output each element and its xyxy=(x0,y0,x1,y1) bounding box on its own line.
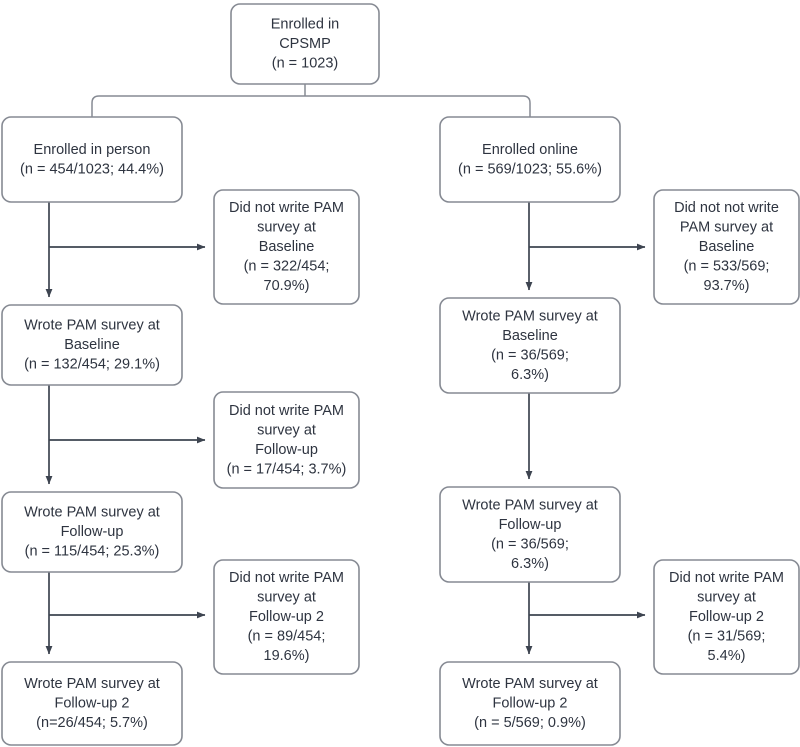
excluded-in-person-baseline-box-line-3: (n = 322/454; xyxy=(244,258,330,274)
excluded-in-person-baseline-box-line-1: survey at xyxy=(257,219,316,235)
wrote-online-followup2-box-shape xyxy=(439,661,621,746)
excluded-in-person-followup-box-label: Did not write PAM survey at Follow-up (n = … xyxy=(227,403,347,478)
enrolled-in-person-box-line-0: Enrolled in person xyxy=(34,142,151,158)
excluded-online-followup2-box-line-3: (n = 31/569; xyxy=(688,628,766,644)
wrote-online-followup-box-shape xyxy=(439,486,621,583)
wrote-in-person-followup-box-label: Wrote PAM survey at Follow-up (n = 115/454… xyxy=(24,504,160,559)
excluded-in-person-followup2-box-line-3: (n = 89/454; xyxy=(248,628,326,644)
enrolled-total-box-label: Enrolled in CPSMP (n = 1023) xyxy=(271,16,340,71)
enrolled-in-person-box: Enrolled in person (n = 454/1023; 44.4%) xyxy=(1,116,183,203)
wrote-in-person-baseline-box: Wrote PAM survey at Baseline (n = 132/454;… xyxy=(1,304,183,386)
wrote-online-baseline-box-shape xyxy=(439,297,621,394)
excluded-in-person-followup2-box-line-1: survey at xyxy=(257,589,316,605)
wrote-in-person-followup-box-line-1: Follow-up xyxy=(61,524,124,540)
enrolled-online-box: Enrolled online (n = 569/1023; 55.6%) xyxy=(439,116,621,203)
wrote-in-person-baseline-box-line-1: Baseline xyxy=(64,337,120,353)
enrolled-total-box-line-0: Enrolled in xyxy=(271,16,340,32)
connectors-layer xyxy=(45,84,646,655)
excluded-in-person-baseline-box: Did not write PAM survey at Baseline (n = 3… xyxy=(213,189,360,305)
wrote-in-person-followup-box-shape xyxy=(1,491,183,573)
connector-split-to-online xyxy=(305,95,531,117)
excluded-in-person-followup2-box-shape xyxy=(213,559,360,675)
excluded-in-person-followup-box-line-3: (n = 17/454; 3.7%) xyxy=(227,461,347,477)
excluded-in-person-followup-box-line-0: Did not write PAM xyxy=(229,403,344,419)
wrote-in-person-followup2-box-line-2: (n=26/454; 5.7%) xyxy=(36,715,148,731)
wrote-online-followup2-box-line-0: Wrote PAM survey at xyxy=(462,676,598,692)
enrolled-online-box-label: Enrolled online (n = 569/1023; 55.6%) xyxy=(458,142,602,178)
wrote-online-baseline-box-label: Wrote PAM survey at Baseline (n = 36/569; 6… xyxy=(462,308,598,383)
wrote-online-baseline-box: Wrote PAM survey at Baseline (n = 36/569; 6… xyxy=(439,297,621,394)
wrote-in-person-baseline-box-label: Wrote PAM survey at Baseline (n = 132/454;… xyxy=(24,317,160,372)
wrote-online-followup-box-line-3: 6.3%) xyxy=(511,556,549,572)
enrolled-online-box-shape xyxy=(439,116,621,203)
excluded-online-baseline-box-line-3: (n = 533/569; xyxy=(684,258,770,274)
wrote-online-followup2-box-line-1: Follow-up 2 xyxy=(493,695,568,711)
excluded-in-person-followup2-box: Did not write PAM survey at Follow-up 2 (n … xyxy=(213,559,360,675)
wrote-online-baseline-box-line-2: (n = 36/569; xyxy=(491,347,569,363)
excluded-online-followup2-box-label: Did not write PAM survey at Follow-up 2 (n … xyxy=(669,570,784,664)
nodes-layer: Enrolled in CPSMP (n = 1023) Enrolled in pe… xyxy=(1,3,800,746)
excluded-in-person-baseline-box-line-4: 70.9%) xyxy=(264,278,310,294)
wrote-online-followup-box-label: Wrote PAM survey at Follow-up (n = 36/569;… xyxy=(462,497,598,572)
enrolled-total-box: Enrolled in CPSMP (n = 1023) xyxy=(230,3,380,85)
excluded-in-person-baseline-box-line-2: Baseline xyxy=(259,239,315,255)
excluded-online-followup2-box-line-1: survey at xyxy=(697,589,756,605)
connector-split-to-in-person xyxy=(91,95,305,117)
excluded-online-baseline-box-line-4: 93.7%) xyxy=(704,278,750,294)
wrote-in-person-followup2-box-line-0: Wrote PAM survey at xyxy=(24,676,160,692)
excluded-in-person-followup2-box-label: Did not write PAM survey at Follow-up 2 (n … xyxy=(229,570,344,664)
excluded-online-baseline-box-shape xyxy=(653,189,800,305)
excluded-in-person-baseline-box-shape xyxy=(213,189,360,305)
wrote-in-person-followup-box-line-0: Wrote PAM survey at xyxy=(24,504,160,520)
enrolled-online-box-line-0: Enrolled online xyxy=(482,142,578,158)
wrote-in-person-followup2-box: Wrote PAM survey at Follow-up 2 (n=26/454;… xyxy=(1,661,183,746)
wrote-online-followup-box-line-0: Wrote PAM survey at xyxy=(462,497,598,513)
wrote-online-followup-box-line-1: Follow-up xyxy=(499,517,562,533)
excluded-in-person-baseline-box-label: Did not write PAM survey at Baseline (n = 3… xyxy=(229,200,344,294)
wrote-online-followup-box: Wrote PAM survey at Follow-up (n = 36/569;… xyxy=(439,486,621,583)
excluded-online-baseline-box-line-2: Baseline xyxy=(699,239,755,255)
enrolled-in-person-box-shape xyxy=(1,116,183,203)
excluded-online-followup2-box-line-2: Follow-up 2 xyxy=(689,609,764,625)
wrote-online-baseline-box-line-0: Wrote PAM survey at xyxy=(462,308,598,324)
excluded-in-person-followup-box-shape xyxy=(213,391,360,489)
wrote-online-baseline-box-line-3: 6.3%) xyxy=(511,367,549,383)
excluded-online-followup2-box-line-0: Did not write PAM xyxy=(669,570,784,586)
wrote-online-followup2-box-label: Wrote PAM survey at Follow-up 2 (n = 5/569… xyxy=(462,676,598,731)
wrote-online-baseline-box-line-1: Baseline xyxy=(502,328,558,344)
enrolled-total-box-line-1: CPSMP xyxy=(279,36,331,52)
excluded-in-person-followup2-box-line-0: Did not write PAM xyxy=(229,570,344,586)
wrote-in-person-baseline-box-line-2: (n = 132/454; 29.1%) xyxy=(24,356,160,372)
excluded-online-baseline-box-line-0: Did not not write xyxy=(674,200,779,216)
wrote-in-person-followup-box: Wrote PAM survey at Follow-up (n = 115/454… xyxy=(1,491,183,573)
wrote-in-person-followup2-box-line-1: Follow-up 2 xyxy=(55,695,130,711)
excluded-in-person-followup2-box-line-4: 19.6%) xyxy=(264,648,310,664)
excluded-online-followup2-box-shape xyxy=(653,559,800,675)
wrote-in-person-baseline-box-line-0: Wrote PAM survey at xyxy=(24,317,160,333)
enrolled-online-box-line-1: (n = 569/1023; 55.6%) xyxy=(458,161,602,177)
excluded-in-person-followup-box: Did not write PAM survey at Follow-up (n = … xyxy=(213,391,360,489)
enrolled-in-person-box-line-1: (n = 454/1023; 44.4%) xyxy=(20,161,164,177)
enrolled-total-box-shape xyxy=(230,3,380,85)
excluded-in-person-followup2-box-line-2: Follow-up 2 xyxy=(249,609,324,625)
wrote-in-person-followup2-box-label: Wrote PAM survey at Follow-up 2 (n=26/454;… xyxy=(24,676,160,731)
wrote-online-followup2-box-line-2: (n = 5/569; 0.9%) xyxy=(474,715,586,731)
excluded-in-person-followup-box-line-2: Follow-up xyxy=(255,442,318,458)
excluded-online-followup2-box: Did not write PAM survey at Follow-up 2 (n … xyxy=(653,559,800,675)
enrolled-in-person-box-label: Enrolled in person (n = 454/1023; 44.4%) xyxy=(20,142,164,178)
wrote-in-person-followup2-box-shape xyxy=(1,661,183,746)
wrote-in-person-baseline-box-shape xyxy=(1,304,183,386)
wrote-in-person-followup-box-line-2: (n = 115/454; 25.3%) xyxy=(25,543,160,559)
wrote-online-followup2-box: Wrote PAM survey at Follow-up 2 (n = 5/569… xyxy=(439,661,621,746)
excluded-in-person-followup-box-line-1: survey at xyxy=(257,422,316,438)
wrote-online-followup-box-line-2: (n = 36/569; xyxy=(491,536,569,552)
enrolled-total-box-line-2: (n = 1023) xyxy=(272,55,339,71)
excluded-in-person-baseline-box-line-0: Did not write PAM xyxy=(229,200,344,216)
excluded-online-followup2-box-line-4: 5.4%) xyxy=(708,648,746,664)
excluded-online-baseline-box-line-1: PAM survey at xyxy=(680,219,773,235)
